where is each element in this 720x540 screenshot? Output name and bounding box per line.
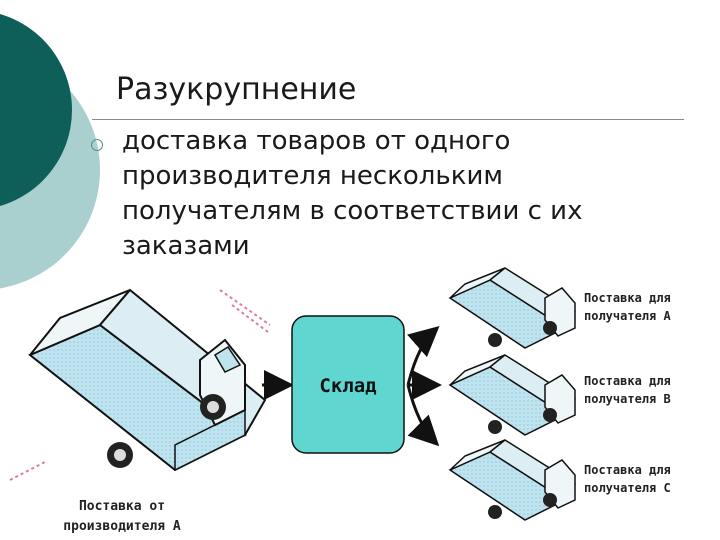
dest-c-line1: Поставка для [584, 463, 671, 477]
source-truck [9, 288, 271, 481]
arrow-to-recipient-a [406, 326, 440, 386]
source-caption-line1: Поставка от [79, 499, 165, 514]
dest-a-line1: Поставка для [584, 291, 671, 305]
bullet-text: доставка товаров от одного производителя… [122, 126, 583, 261]
warehouse-box [291, 315, 405, 454]
title-divider [92, 119, 684, 120]
truck-recipient-c [448, 439, 577, 521]
dest-b-line2: получателя В [584, 392, 671, 406]
decorative-circles [0, 14, 100, 289]
bullet-marker-icon [91, 139, 103, 151]
slide-title: Разукрупнение [116, 72, 357, 107]
truck-recipient-b [448, 354, 577, 436]
dest-a-line2: получателя А [584, 309, 671, 323]
arrow-to-recipient-c [406, 384, 440, 447]
dest-b-line1: Поставка для [584, 374, 671, 388]
dest-c-line2: получателя С [584, 481, 671, 495]
warehouse-label: Склад [319, 375, 376, 397]
truck-recipient-a [448, 267, 577, 349]
source-caption-line2: производителя А [63, 519, 181, 534]
